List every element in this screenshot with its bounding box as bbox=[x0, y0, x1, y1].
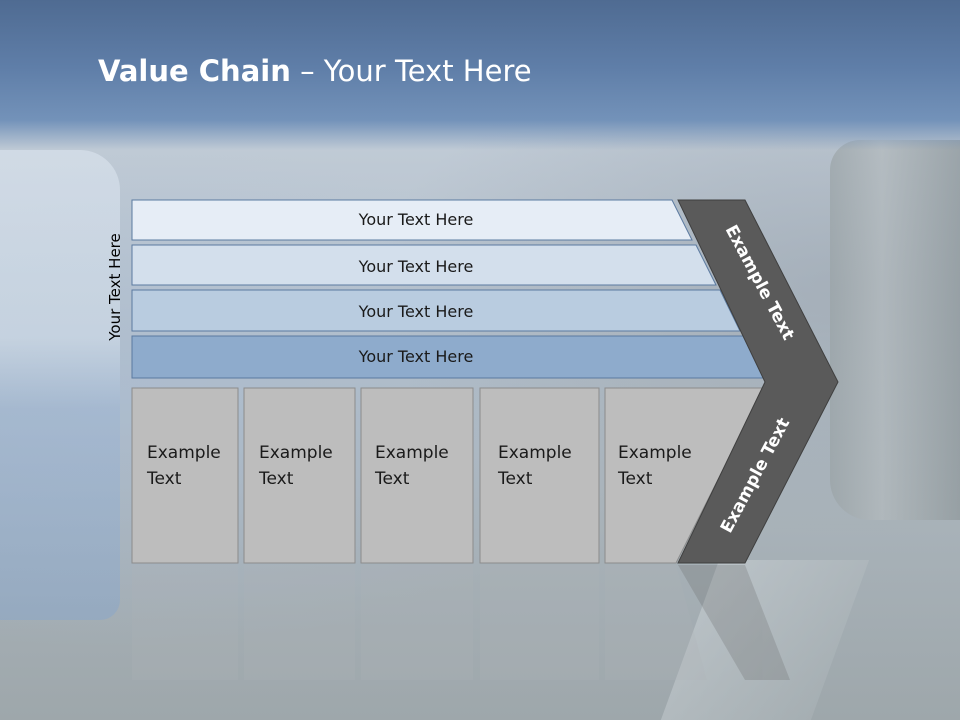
box-1[interactable] bbox=[131, 387, 239, 564]
box-2-line1: Example bbox=[259, 443, 333, 463]
bar-3[interactable] bbox=[131, 289, 741, 332]
bar-3-label: Your Text Here bbox=[358, 302, 474, 321]
box-1-line1: Example bbox=[147, 443, 221, 463]
box-4-line1: Example bbox=[498, 443, 572, 463]
boxes-group: Example Text Example Text Example Text E… bbox=[131, 387, 763, 564]
box-3-line2: Text bbox=[374, 469, 410, 489]
chevron-arrow[interactable] bbox=[677, 199, 839, 564]
box-3-line1: Example bbox=[375, 443, 449, 463]
box-1-reflection bbox=[132, 565, 238, 680]
bar-1[interactable] bbox=[131, 199, 693, 241]
bar-2[interactable] bbox=[131, 244, 717, 286]
person-silhouette-decoration bbox=[0, 150, 120, 620]
bar-1-label: Your Text Here bbox=[358, 210, 474, 229]
bar-4-label: Your Text Here bbox=[358, 347, 474, 366]
box-2-reflection bbox=[244, 565, 355, 680]
tree-trunk-decoration bbox=[830, 140, 960, 520]
box-5-line1: Example bbox=[618, 443, 692, 463]
slide-title-rest: – Your Text Here bbox=[290, 54, 532, 88]
box-2-line2: Text bbox=[258, 469, 294, 489]
header-band bbox=[0, 0, 960, 150]
box-4-line2: Text bbox=[497, 469, 533, 489]
box-5-reflection bbox=[605, 565, 707, 680]
bars-group: Your Text Here Your Text Here Your Text … bbox=[131, 199, 766, 379]
box-3[interactable] bbox=[360, 387, 474, 564]
box-3-reflection bbox=[361, 565, 473, 680]
box-2[interactable] bbox=[243, 387, 356, 564]
reflection-group bbox=[132, 565, 790, 680]
chevron-reflection bbox=[678, 565, 790, 680]
bar-2-label: Your Text Here bbox=[358, 257, 474, 276]
box-5-line2: Text bbox=[617, 469, 653, 489]
box-4-reflection bbox=[480, 565, 599, 680]
slide-title: Value Chain – Your Text Here bbox=[98, 54, 532, 88]
box-4[interactable] bbox=[479, 387, 600, 564]
slide-title-bold: Value Chain bbox=[98, 54, 291, 88]
box-1-line2: Text bbox=[146, 469, 182, 489]
